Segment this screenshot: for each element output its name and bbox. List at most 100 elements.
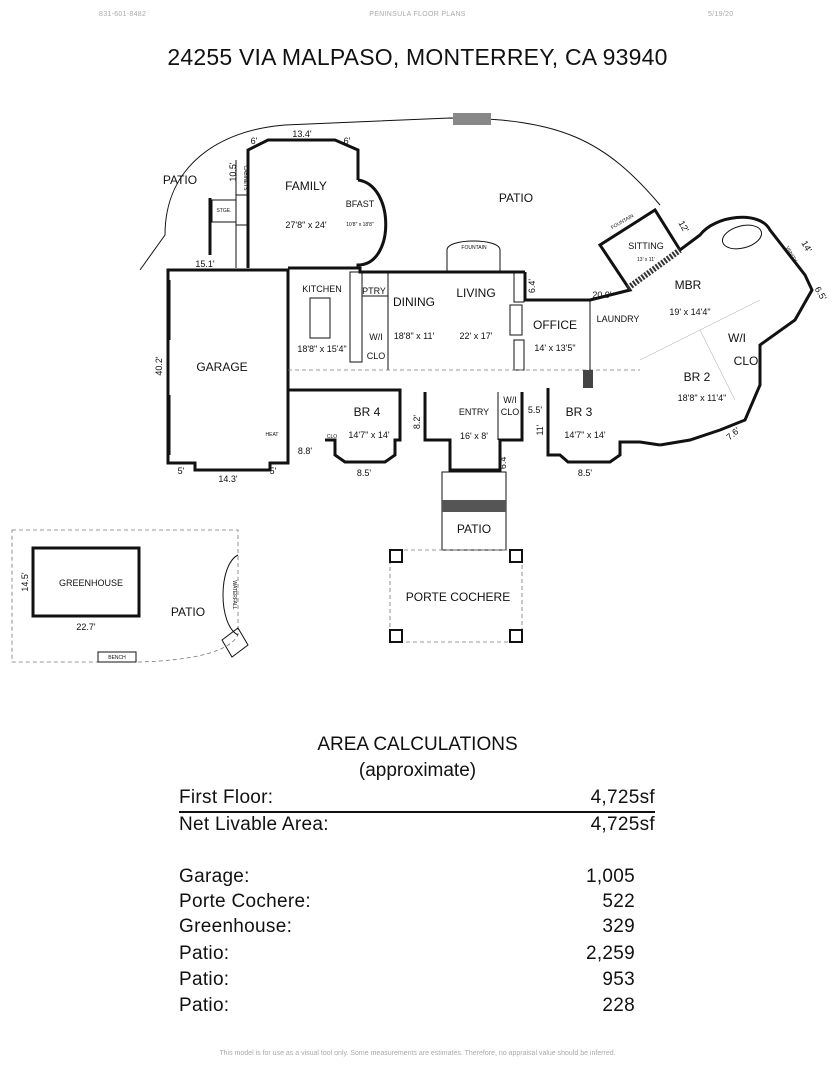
dining-dim: 18'8" x 11' (394, 331, 435, 341)
dim-6b: 6' (344, 136, 351, 146)
mbr-label: MBR (675, 278, 702, 292)
floor-plan: PATIO FAMILY 27'8" x 24' BFAST 10'8" x 1… (11, 113, 829, 663)
chimney-vent (453, 113, 491, 125)
dim-6-5: 6.5' (813, 285, 829, 303)
kitchen-dim: 18'8" x 15'4" (297, 344, 346, 354)
storage-label: STGE. (216, 208, 231, 214)
fireplace-living (509, 304, 523, 336)
fountain-sitting-label: FOUNTAIN (610, 213, 635, 231)
dim-5a: 5' (178, 466, 185, 476)
br4-label: BR 4 (354, 405, 381, 419)
dim-12: 12' (676, 219, 691, 234)
office-label: OFFICE (533, 318, 577, 332)
br2-label: BR 2 (684, 370, 711, 384)
area-calc-title: AREA CALCULATIONS (317, 734, 518, 755)
patio-front-label: PATIO (457, 522, 491, 536)
garage-wall (166, 268, 290, 472)
dim-40-2: 40.2' (154, 356, 164, 376)
stairs (221, 627, 249, 658)
mbr-dim: 19' x 14'4" (669, 307, 710, 317)
br3-dim: 14'7" x 14' (564, 430, 605, 440)
disclaimer: This model is for use as a visual tool o… (219, 1050, 616, 1057)
bfast-label: BFAST (346, 199, 375, 209)
entry-label: ENTRY (459, 407, 489, 417)
garage-label: GARAGE (196, 360, 247, 374)
post-1 (389, 549, 403, 563)
greenhouse-label: GREENHOUSE (59, 578, 123, 588)
waterfall-label: WATERFALL (231, 580, 237, 609)
net-livable-value: 4,725sf (590, 814, 655, 835)
bfast-dim: 10'8" x 18'8" (346, 222, 374, 228)
greenhouse-patio-outline (11, 529, 239, 663)
laundry-label: LAUNDRY (597, 314, 640, 324)
living-label: LIVING (456, 286, 495, 300)
post-3 (389, 629, 403, 643)
first-floor-row: First Floor: 4,725sf (179, 787, 655, 813)
area-row-label: Garage: (179, 866, 250, 887)
greenhouse-wall (31, 546, 141, 618)
area-row: Patio: 228 (179, 995, 635, 1019)
area-row-value: 228 (602, 995, 635, 1016)
master-wing-wall (589, 207, 814, 447)
family-dim: 27'8" x 24' (285, 220, 326, 230)
sitting-dim: 13' x 11' (637, 257, 655, 263)
area-row-value: 1,005 (585, 866, 635, 887)
patio-greenhouse-label: PATIO (171, 605, 205, 619)
sitting-glass (626, 247, 682, 291)
stair-marker (583, 370, 593, 388)
family-wall (246, 138, 360, 268)
area-row: Garage: 1,005 (179, 866, 635, 890)
sitting-label: SITTING (628, 241, 664, 251)
wi-clo-top-label: W/I (728, 331, 746, 345)
dim-5b: 5' (270, 466, 277, 476)
br3-wall (546, 388, 661, 464)
first-floor-label: First Floor: (179, 787, 274, 808)
living-bay (446, 240, 501, 272)
cabinets-label: CABINETS (242, 165, 248, 191)
dim-8-5a: 8.5' (357, 468, 372, 478)
porte-cochere-label: PORTE COCHERE (406, 590, 510, 604)
office-wall (523, 272, 590, 302)
first-floor-value: 4,725sf (590, 787, 655, 808)
heat-label: HEAT (266, 432, 279, 438)
bench-rect (97, 651, 137, 663)
area-row-label: Porte Cochere: (179, 891, 311, 912)
dim-6-4b: 6.4' (527, 279, 537, 294)
clo-label: CLO (367, 351, 386, 361)
dim-10-5: 10.5' (228, 162, 238, 182)
header-company: PENINSULA FLOOR PLANS (369, 11, 466, 18)
wi-label: W/I (369, 332, 383, 342)
clo-small-label: CLO (327, 434, 337, 440)
br4-wall (286, 388, 402, 464)
br4-dim: 14'7" x 14' (348, 430, 389, 440)
net-livable-row: Net Livable Area: 4,725sf (179, 814, 655, 838)
dim-8-5b: 8.5' (578, 468, 593, 478)
front-steps (442, 500, 506, 512)
dim-20-9: 20.9' (592, 290, 612, 300)
area-row-label: Patio: (179, 969, 230, 990)
post-4 (509, 629, 523, 643)
area-row-value: 953 (602, 969, 635, 990)
dim-5-5: 5.5' (528, 405, 543, 415)
living-dim: 22' x 17' (460, 331, 493, 341)
kitchen-island (309, 297, 331, 339)
dim-14-5: 14.5' (20, 572, 30, 592)
entry-wi-label: W/I (503, 395, 517, 405)
dim-6-4a: 6.4' (498, 455, 508, 470)
porte-cochere-outline (389, 549, 523, 643)
kitchen-label: KITCHEN (302, 284, 342, 294)
dim-14-3: 14.3' (218, 474, 238, 484)
pantry-cabinet (349, 271, 363, 363)
ptry-label: PTRY (362, 286, 386, 296)
bench-label: BENCH (108, 655, 126, 661)
entry-wall (423, 392, 524, 472)
office-dim: 14' x 13'5" (534, 343, 575, 353)
area-row: Greenhouse: 329 (179, 916, 635, 940)
living-cabinets-bottom (513, 339, 525, 371)
area-row: Patio: 953 (179, 969, 635, 993)
area-row-label: Patio: (179, 943, 230, 964)
dim-6a: 6' (251, 136, 258, 146)
dim-11: 11' (535, 424, 545, 435)
area-row: Patio: 2,259 (179, 943, 635, 967)
dim-22-7: 22.7' (76, 622, 96, 632)
